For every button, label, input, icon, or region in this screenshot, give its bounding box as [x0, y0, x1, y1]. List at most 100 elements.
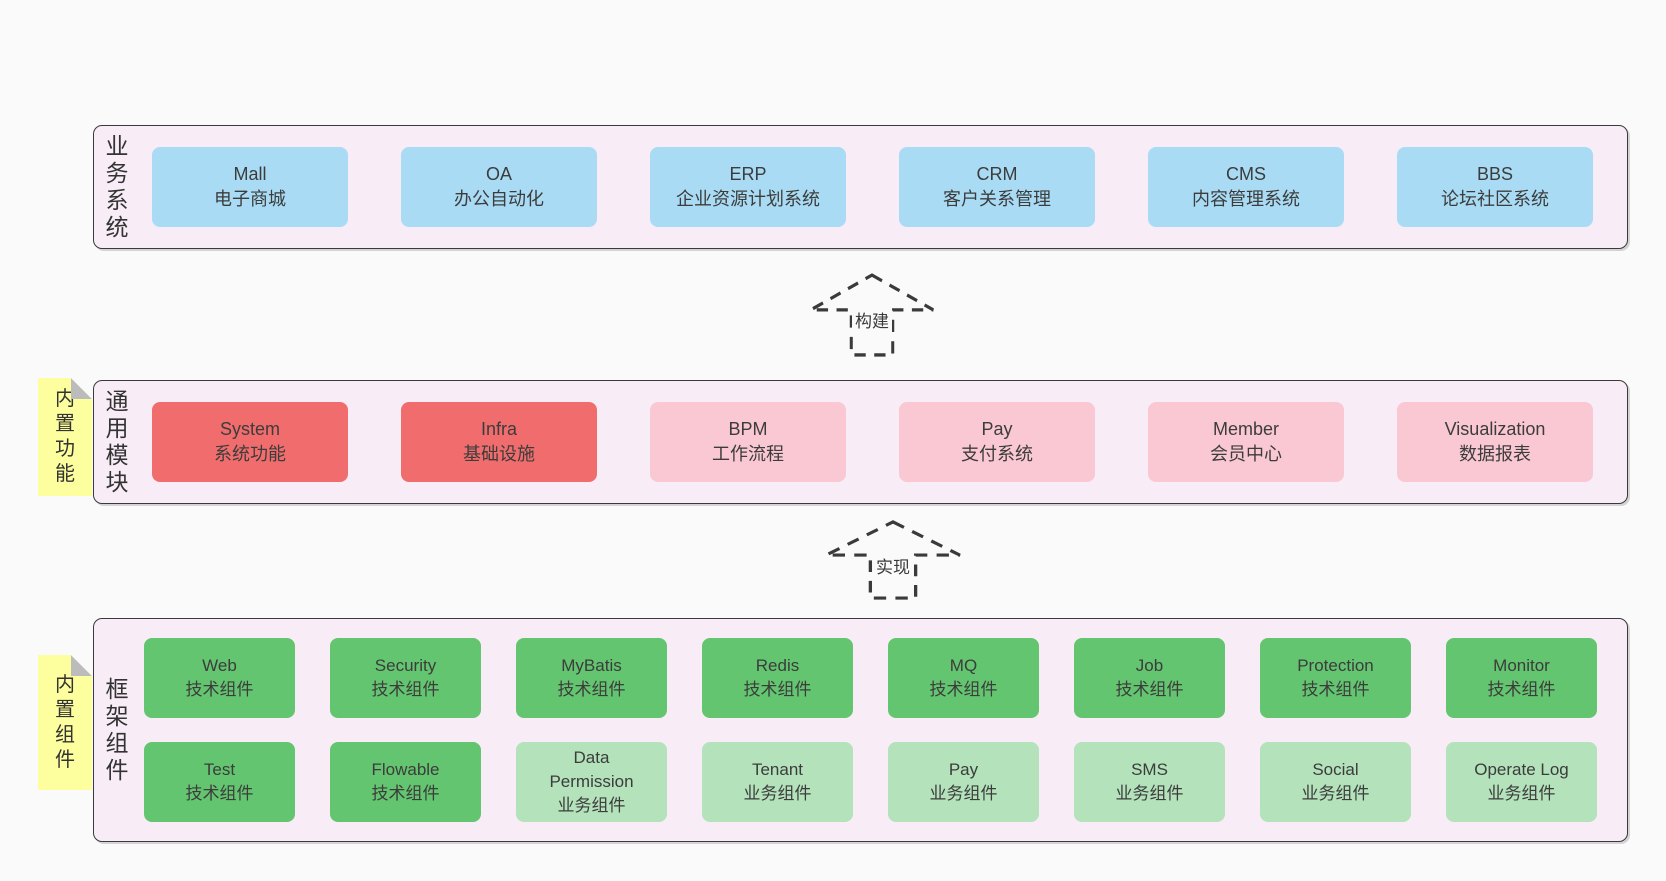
box-social: Social 业务组件	[1260, 742, 1411, 822]
box-subtitle: 论坛社区系统	[1441, 189, 1549, 209]
vertical-char: 置	[55, 698, 75, 721]
box-subtitle: 技术组件	[929, 680, 998, 699]
box-title: Social	[1312, 760, 1359, 779]
box-title: CRM	[976, 164, 1018, 184]
box-title: MyBatis	[561, 656, 622, 675]
box-visualization: Visualization 数据报表	[1397, 402, 1593, 482]
box-redis: Redis 技术组件	[702, 638, 853, 718]
box-title: Job	[1135, 656, 1164, 675]
dashed-up-arrow-icon	[825, 520, 961, 600]
box-bpm: BPM 工作流程	[650, 402, 846, 482]
box-job: Job 技术组件	[1074, 638, 1225, 718]
vertical-char: 框	[105, 676, 129, 702]
vertical-char: 功	[55, 438, 75, 460]
note-text-vertical: 内置组件	[55, 673, 75, 773]
vertical-char: 内	[55, 388, 75, 410]
box-data-permission: Data Permission 业务组件	[516, 742, 667, 822]
vertical-char: 件	[55, 748, 75, 771]
box-title: MQ	[949, 656, 978, 675]
box-subtitle: 技术组件	[1487, 680, 1556, 699]
box-title: Monitor	[1493, 656, 1550, 675]
box-title: Member	[1212, 419, 1279, 439]
box-title: Test	[203, 760, 236, 779]
layer-title-vertical: 通用模块	[94, 381, 140, 503]
sticky-note-built-in-components: 内置组件	[38, 655, 92, 790]
box-subtitle: 技术组件	[743, 680, 812, 699]
box-sms: SMS 业务组件	[1074, 742, 1225, 822]
box-subtitle: 技术组件	[185, 784, 254, 803]
box-title: Pay	[981, 419, 1013, 439]
box-subtitle: 工作流程	[712, 444, 784, 464]
box-title: SMS	[1131, 760, 1168, 779]
box-subtitle: 业务组件	[1487, 784, 1556, 803]
vertical-char: 架	[105, 703, 129, 729]
layer-title-vertical: 业务系统	[94, 126, 140, 248]
box-title: Redis	[755, 656, 800, 675]
box-title: Visualization	[1444, 419, 1546, 439]
box-subtitle: 企业资源计划系统	[676, 189, 820, 209]
box-subtitle: 业务组件	[557, 796, 626, 815]
box-subtitle: 业务组件	[1115, 784, 1184, 803]
vertical-char: 业	[105, 133, 129, 159]
box-subtitle: 系统功能	[214, 444, 286, 464]
arrow-label: 构建	[852, 306, 892, 334]
box-title: Tenant	[751, 760, 804, 779]
box-title: BPM	[728, 419, 768, 439]
box-subtitle: 会员中心	[1210, 444, 1282, 464]
vertical-char: 通	[105, 388, 129, 414]
box-title: ERP	[729, 164, 767, 184]
arrow-label: 实现	[873, 551, 913, 579]
box-monitor: Monitor 技术组件	[1446, 638, 1597, 718]
box-erp: ERP 企业资源计划系统	[650, 147, 846, 227]
note-fold-corner	[71, 655, 92, 676]
box-subtitle: 技术组件	[1115, 680, 1184, 699]
vertical-char: 模	[105, 442, 129, 468]
box-member: Member 会员中心	[1148, 402, 1344, 482]
box-subtitle: 技术组件	[371, 680, 440, 699]
box-subtitle: 数据报表	[1459, 444, 1531, 464]
box-title: Pay	[948, 760, 979, 779]
box-subtitle: 业务组件	[929, 784, 998, 803]
vertical-char: 务	[105, 160, 129, 186]
vertical-char: 用	[105, 415, 129, 441]
vertical-char: 内	[55, 673, 75, 696]
box-title: Data Permission	[549, 748, 634, 791]
box-subtitle: 技术组件	[185, 680, 254, 699]
vertical-char: 能	[55, 463, 75, 485]
dashed-up-arrow-icon	[810, 273, 934, 357]
box-subtitle: 基础设施	[463, 444, 535, 464]
vertical-char: 置	[55, 413, 75, 435]
sticky-note-built-in-features: 内置功能	[38, 378, 92, 496]
box-mq: MQ 技术组件	[888, 638, 1039, 718]
vertical-char: 组	[105, 730, 129, 756]
note-text-vertical: 内置功能	[55, 387, 75, 487]
box-test: Test 技术组件	[144, 742, 295, 822]
box-subtitle: 技术组件	[1301, 680, 1370, 699]
box-subtitle: 业务组件	[1301, 784, 1370, 803]
arrow-implement: 实现	[822, 519, 964, 601]
vertical-char: 系	[105, 187, 129, 213]
vertical-char: 块	[105, 469, 129, 495]
layer-title-vertical: 框架组件	[94, 619, 140, 841]
box-subtitle: 电子商城	[214, 189, 286, 209]
